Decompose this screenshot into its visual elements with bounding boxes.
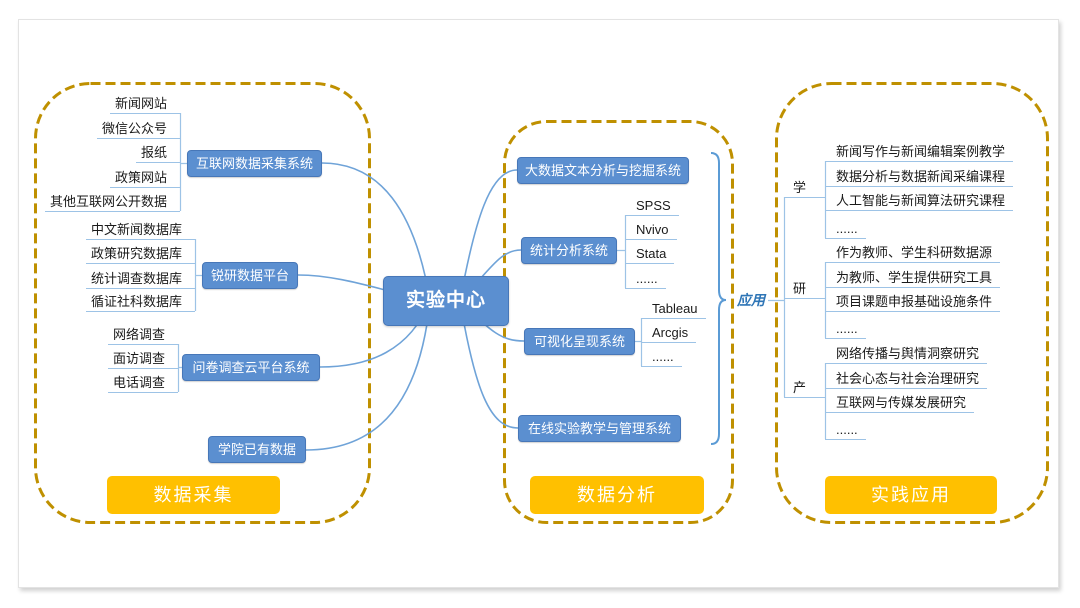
connector-center-to-online-teaching [459, 300, 519, 429]
section-label-practice: 实践应用 [825, 476, 997, 514]
leaf-internet-media-research: 互联网与传媒发展研究 [825, 393, 975, 413]
bracket-statistics [617, 215, 627, 288]
leaf-ai-algorithm-course: 人工智能与新闻算法研究课程 [825, 191, 1014, 211]
leaf-research-tools: 为教师、学生提供研究工具 [825, 268, 1001, 288]
node-online-teaching-system: 在线实验教学与管理系统 [518, 415, 681, 442]
node-visualization-system: 可视化呈现系统 [524, 328, 635, 355]
leaf-social-governance-research: 社会心态与社会治理研究 [825, 369, 988, 389]
leaf-spss: SPSS [625, 196, 679, 216]
leaf-online-survey: 网络调查 [107, 325, 178, 345]
leaf-research-more: ...... [825, 319, 866, 339]
leaf-statistical-survey-db: 统计调查数据库 [85, 269, 195, 289]
connector-center-to-internet-collection [321, 162, 431, 302]
node-survey-cloud-platform: 问卷调查云平台系统 [182, 354, 320, 381]
node-statistics-system: 统计分析系统 [521, 237, 617, 264]
leaf-visualization-more: ...... [641, 347, 682, 367]
section-label-collect: 数据采集 [107, 476, 280, 514]
leaf-data-journalism-course: 数据分析与数据新闻采编课程 [825, 167, 1014, 187]
bracket-ruiyan-platform [194, 239, 202, 311]
collect-region-border [34, 82, 371, 524]
leaf-interview-survey: 面访调查 [107, 349, 178, 369]
node-ruiyan-data-platform: 锐研数据平台 [202, 262, 298, 289]
section-label-analyze: 数据分析 [530, 476, 704, 514]
bracket-survey-platform [177, 344, 182, 392]
leaf-statistics-more: ...... [625, 269, 666, 289]
leaf-news-writing-teaching: 新闻写作与新闻编辑案例教学 [825, 142, 1014, 162]
connector-center-to-college-data [305, 300, 431, 451]
leaf-research-data-source: 作为教师、学生科研数据源 [825, 243, 1001, 263]
leaf-chinese-news-db: 中文新闻数据库 [85, 220, 195, 240]
leaf-tableau: Tableau [641, 299, 706, 319]
leaf-policy-websites: 政策网站 [109, 168, 180, 188]
leaf-other-public-data: 其他互联网公开数据 [44, 192, 180, 212]
leaf-industry-more: ...... [825, 420, 866, 440]
leaf-wechat-accounts: 微信公众号 [96, 119, 180, 139]
bracket-application-categories [768, 197, 786, 397]
leaf-newspapers: 报纸 [135, 143, 180, 163]
leaf-stata: Stata [625, 244, 675, 264]
leaf-news-websites: 新闻网站 [109, 94, 180, 114]
leaf-policy-research-db: 政策研究数据库 [85, 244, 195, 264]
leaf-phone-survey: 电话调查 [107, 373, 178, 393]
leaf-project-infrastructure: 项目课题申报基础设施条件 [825, 292, 1001, 312]
category-research: 研 [784, 279, 825, 299]
leaf-evidence-social-db: 循证社科数据库 [85, 292, 195, 312]
leaf-network-opinion-research: 网络传播与舆情洞察研究 [825, 344, 988, 364]
category-study: 学 [784, 178, 825, 198]
practice-region-border [775, 82, 1049, 524]
category-industry: 产 [784, 378, 825, 398]
leaf-study-more: ...... [825, 219, 866, 239]
node-text-mining-system: 大数据文本分析与挖掘系统 [517, 157, 689, 184]
center-node: 实验中心 [383, 276, 509, 326]
node-college-existing-data: 学院已有数据 [208, 436, 306, 463]
leaf-arcgis: Arcgis [641, 323, 697, 343]
leaf-nvivo: Nvivo [625, 220, 677, 240]
application-brace [710, 152, 727, 445]
apply-label: 应用 [737, 292, 765, 308]
connector-center-to-text-mining [459, 169, 518, 302]
bracket-internet-collection [179, 113, 187, 211]
node-internet-collection-system: 互联网数据采集系统 [187, 150, 322, 177]
